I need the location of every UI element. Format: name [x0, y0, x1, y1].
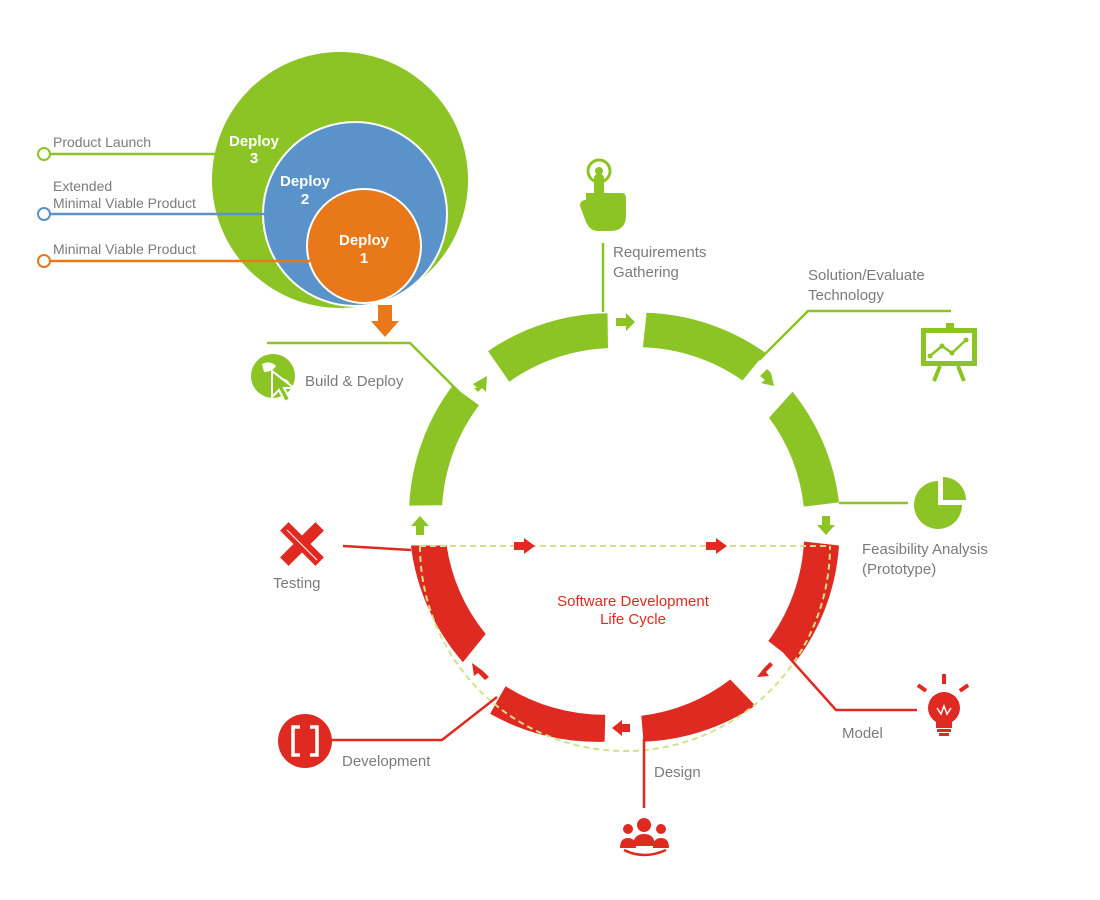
arrow-testing-up: [411, 516, 429, 535]
deploy-3-number: 3: [250, 150, 258, 167]
ring-segment-feasibility: [769, 391, 839, 507]
development-label: Development: [342, 753, 431, 770]
center-title-line1: Software Development: [557, 593, 710, 610]
solution-leader: [758, 309, 951, 361]
ring-segment-design: [641, 679, 756, 742]
arrow-development-up: [472, 663, 489, 680]
deploy-1-label: Deploy: [339, 232, 390, 249]
deploy-2-number: 2: [301, 191, 309, 208]
arrow-center-2: [706, 538, 727, 554]
dashed-arc-guide: [419, 545, 831, 752]
arrow-build-up: [473, 376, 487, 392]
model-leader: [784, 652, 917, 712]
lightbulb-icon: [916, 674, 970, 736]
ring-segment-testing: [410, 545, 486, 663]
arrow-requirements-right: [616, 313, 635, 331]
arrow-solution-down: [760, 369, 774, 386]
feasibility-label-line2: (Prototype): [862, 561, 936, 578]
mvp-marker: [37, 254, 51, 268]
requirements-label-line1: Requirements: [613, 244, 706, 261]
ring-segment-build: [409, 385, 479, 506]
deploy-circles: Deploy 3 Deploy 2 Deploy 1: [212, 52, 468, 308]
team-icon: [620, 818, 669, 857]
flow-arrows: [411, 313, 835, 736]
development-leader: [330, 696, 498, 742]
design-label: Design: [654, 764, 701, 781]
code-brackets-icon: [278, 714, 332, 768]
mvp-label: Minimal Viable Product: [53, 241, 196, 257]
ring-segment-development: [490, 686, 606, 742]
release-leaders: Product Launch Extended Minimal Viable P…: [37, 134, 310, 268]
testing-label: Testing: [273, 575, 321, 592]
ring-segment-requirements-right: [642, 312, 766, 381]
build-deploy-label: Build & Deploy: [305, 373, 404, 390]
product-launch-label: Product Launch: [53, 134, 151, 150]
deploy-down-arrow: [371, 305, 399, 337]
arrow-model-down: [757, 662, 773, 677]
deploy-1-circle: [306, 188, 422, 304]
presentation-board-icon: [921, 323, 977, 382]
lifecycle-ring: [409, 312, 839, 742]
solution-label-line1: Solution/Evaluate: [808, 267, 925, 284]
deploy-3-label: Deploy: [229, 133, 280, 150]
ruler-pencil-icon: [280, 522, 324, 566]
extended-mvp-label-line1: Extended: [53, 178, 112, 194]
feasibility-label-line1: Feasibility Analysis: [862, 541, 988, 558]
deploy-1-number: 1: [360, 250, 368, 267]
ring-segment-model: [768, 541, 839, 663]
extended-mvp-marker: [37, 207, 51, 221]
testing-leader: [342, 544, 412, 552]
center-title-line2: Life Cycle: [600, 611, 666, 628]
dashed-guides: [419, 545, 831, 752]
stage-labels: Requirements Gathering Solution/Evaluate…: [273, 244, 988, 781]
deploy-2-label: Deploy: [280, 173, 331, 190]
stage-leaders: [267, 243, 951, 808]
extended-mvp-label-line2: Minimal Viable Product: [53, 195, 196, 211]
solution-label-line2: Technology: [808, 287, 884, 304]
build-leader: [267, 341, 463, 396]
pie-chart-icon: [914, 477, 966, 529]
globe-cursor-icon: [251, 354, 297, 404]
product-launch-marker: [37, 147, 51, 161]
requirements-label-line2: Gathering: [613, 264, 679, 281]
arrow-design-left: [612, 720, 630, 736]
arrow-feasibility-down: [817, 516, 835, 535]
pointing-hand-icon: [580, 158, 626, 231]
ring-segment-requirements-left: [488, 313, 608, 382]
arrow-center-1: [514, 538, 535, 554]
model-label: Model: [842, 725, 883, 742]
